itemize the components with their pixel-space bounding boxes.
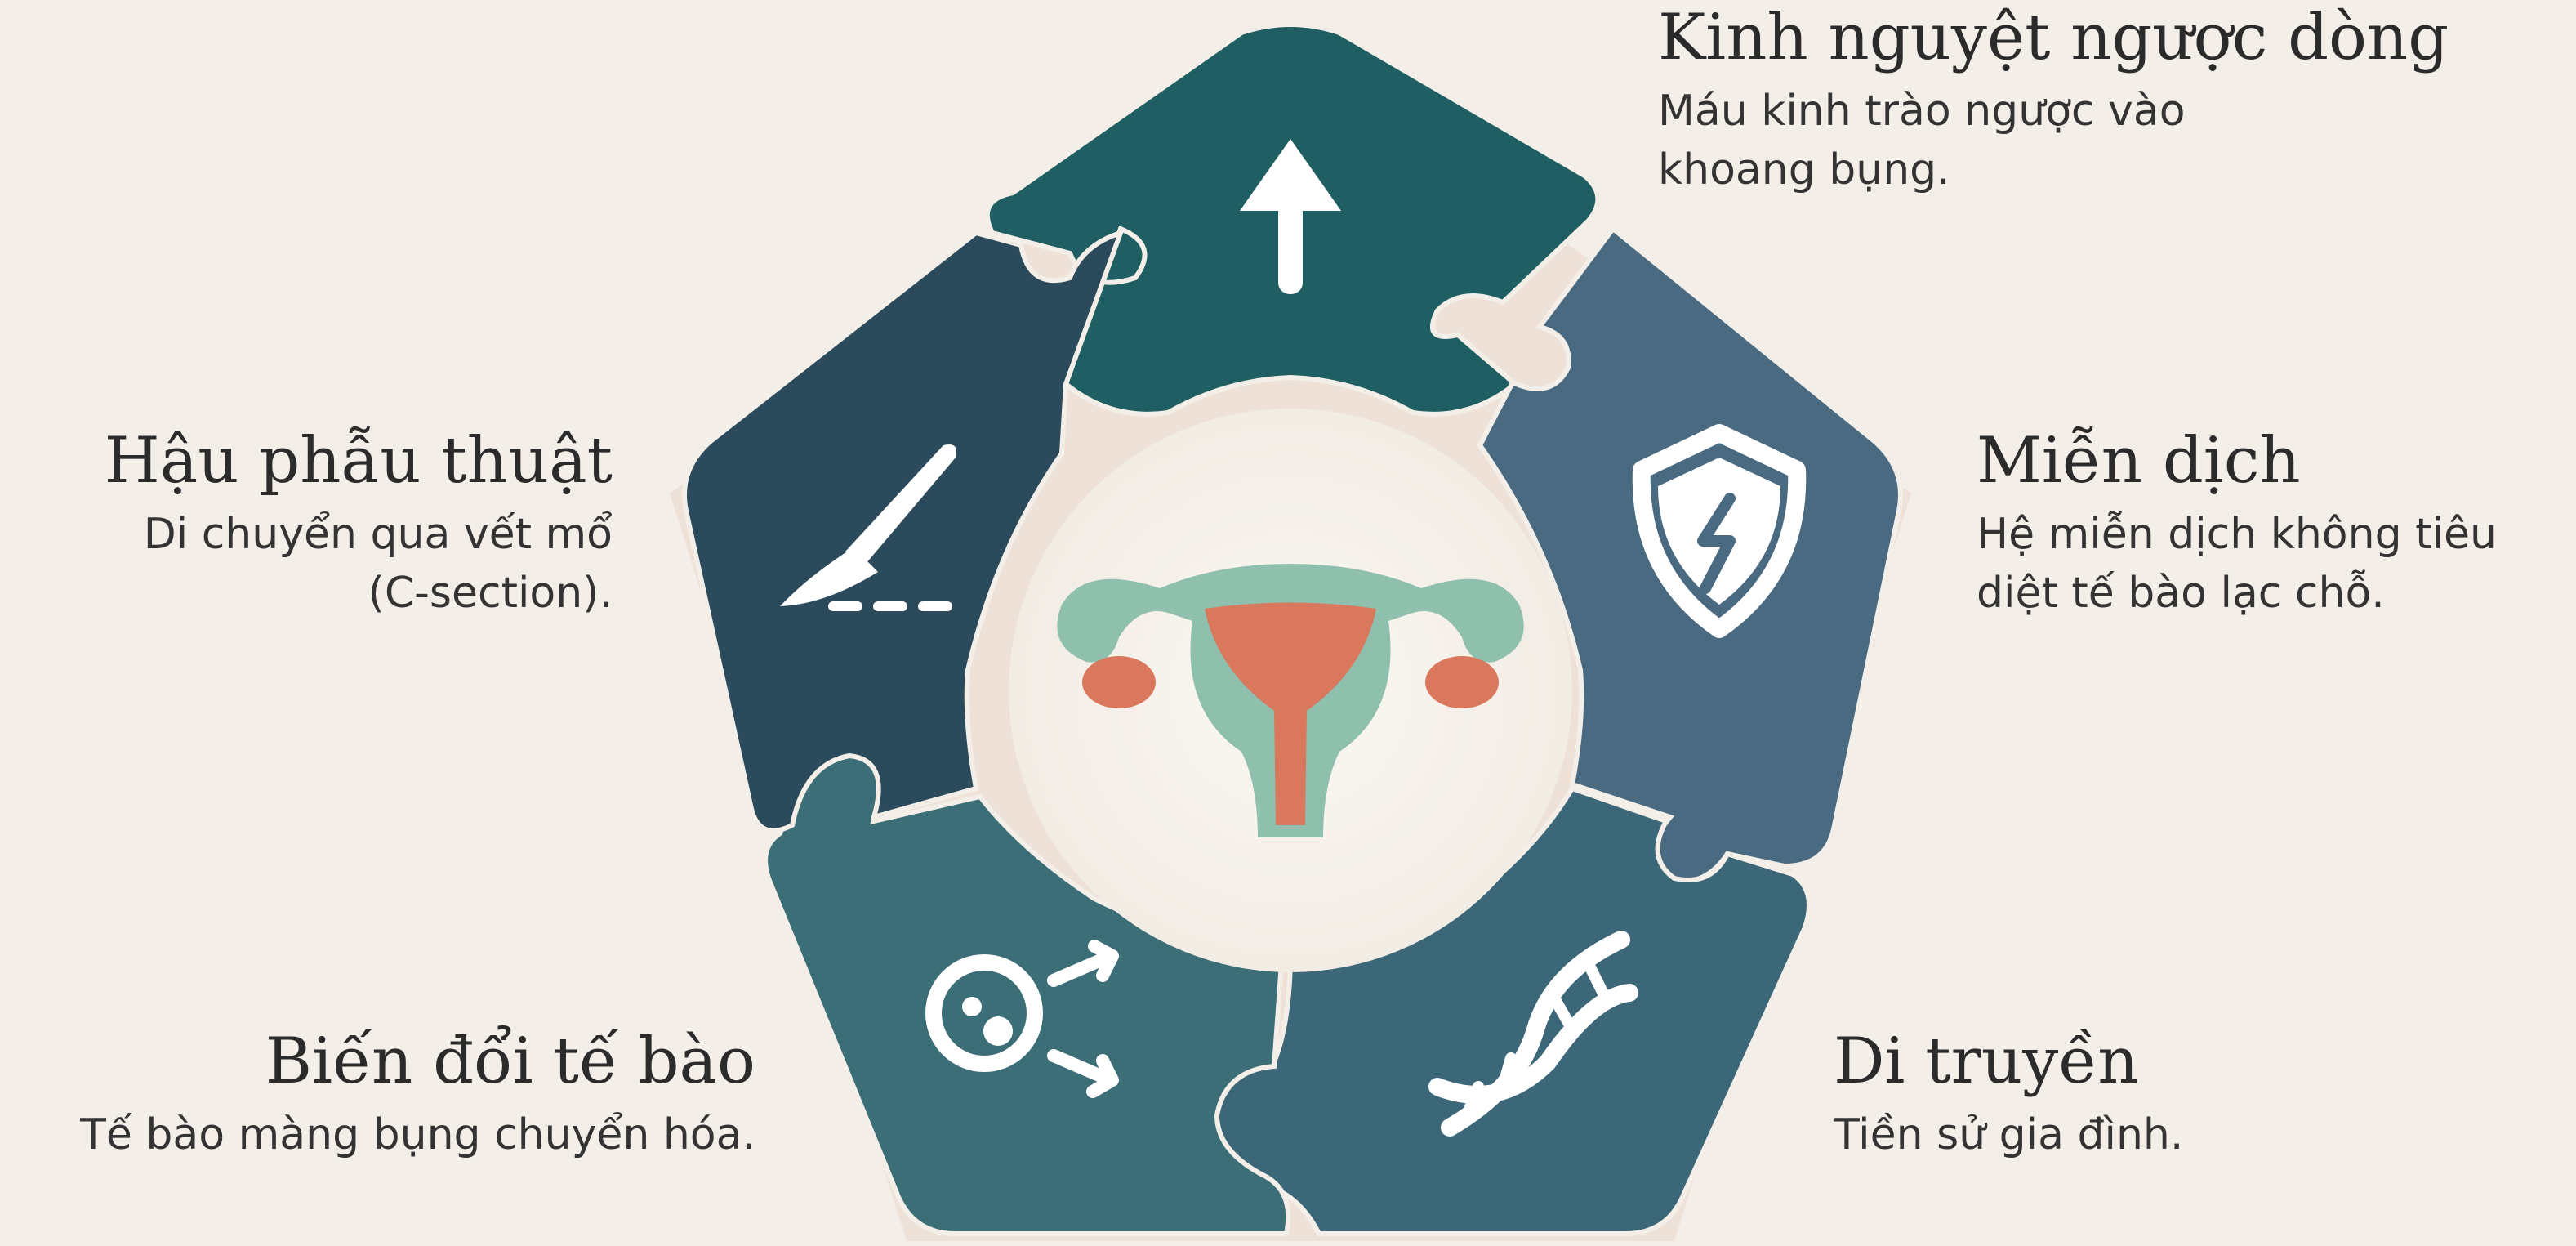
desc-line: Tế bào màng bụng chuyển hóa. xyxy=(8,1105,755,1165)
factor-desc: Tiền sử gia đình. xyxy=(1834,1105,2552,1165)
factor-label-immune: Miễn dịch Hệ miễn dịch không tiêu diệt t… xyxy=(1977,425,2565,623)
factor-title: Hậu phẫu thuật xyxy=(25,425,613,498)
desc-line: Tiền sử gia đình. xyxy=(1834,1105,2552,1165)
desc-line: (C-section). xyxy=(25,564,613,623)
factor-title: Miễn dịch xyxy=(1977,425,2565,498)
factor-desc: Tế bào màng bụng chuyển hóa. xyxy=(8,1105,755,1165)
factor-desc: Di chuyển qua vết mổ (C-section). xyxy=(25,505,613,624)
factor-label-genetic: Di truyền Tiền sử gia đình. xyxy=(1834,1025,2552,1164)
factor-label-metaplasia: Biến đổi tế bào Tế bào màng bụng chuyển … xyxy=(8,1025,755,1164)
factor-title: Di truyền xyxy=(1834,1025,2552,1099)
desc-line: khoang bụng. xyxy=(1658,141,2475,200)
desc-line: Máu kinh trào ngược vào xyxy=(1658,82,2475,141)
factor-label-surgery: Hậu phẫu thuật Di chuyển qua vết mổ (C-s… xyxy=(25,425,613,623)
factor-label-retrograde: Kinh nguyệt ngược dòng Máu kinh trào ngư… xyxy=(1658,2,2475,200)
factor-title: Kinh nguyệt ngược dòng xyxy=(1658,2,2475,75)
desc-line: Di chuyển qua vết mổ xyxy=(25,505,613,565)
desc-line: Hệ miễn dịch không tiêu xyxy=(1977,505,2565,565)
factor-desc: Máu kinh trào ngược vào khoang bụng. xyxy=(1658,82,2475,201)
factor-desc: Hệ miễn dịch không tiêu diệt tế bào lạc … xyxy=(1977,505,2565,624)
factor-title: Biến đổi tế bào xyxy=(8,1025,755,1099)
desc-line: diệt tế bào lạc chỗ. xyxy=(1977,564,2565,623)
